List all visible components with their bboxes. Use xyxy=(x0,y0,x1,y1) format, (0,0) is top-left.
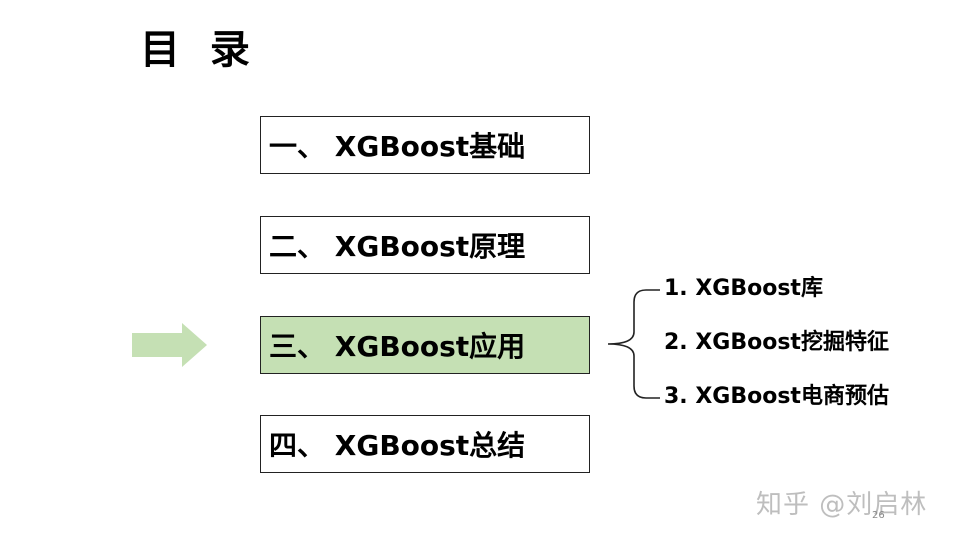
toc-item-label: 三、 XGBoost应用 xyxy=(269,330,526,363)
toc-item-xgboost-basics[interactable]: 一、 XGBoost基础 xyxy=(260,116,590,174)
sub-item-xgboost-library[interactable]: 1. XGBoost库 xyxy=(664,276,823,301)
sub-item-xgboost-feature-mining[interactable]: 2. XGBoost挖掘特征 xyxy=(664,330,889,355)
toc-item-label: 二、 XGBoost原理 xyxy=(269,230,526,263)
watermark: 知乎 @刘启林 xyxy=(756,490,928,520)
page-number: 26 xyxy=(872,510,885,521)
toc-item-label: 一、 XGBoost基础 xyxy=(269,130,526,163)
toc-item-xgboost-applications[interactable]: 三、 XGBoost应用 xyxy=(260,316,590,374)
curly-brace-icon xyxy=(607,289,660,399)
toc-item-xgboost-principles[interactable]: 二、 XGBoost原理 xyxy=(260,216,590,274)
toc-item-xgboost-summary[interactable]: 四、 XGBoost总结 xyxy=(260,415,590,473)
sub-item-xgboost-ecommerce-prediction[interactable]: 3. XGBoost电商预估 xyxy=(664,384,889,409)
toc-item-label: 四、 XGBoost总结 xyxy=(269,429,526,462)
page-title: 目 录 xyxy=(140,27,258,73)
right-arrow-icon xyxy=(132,323,207,367)
